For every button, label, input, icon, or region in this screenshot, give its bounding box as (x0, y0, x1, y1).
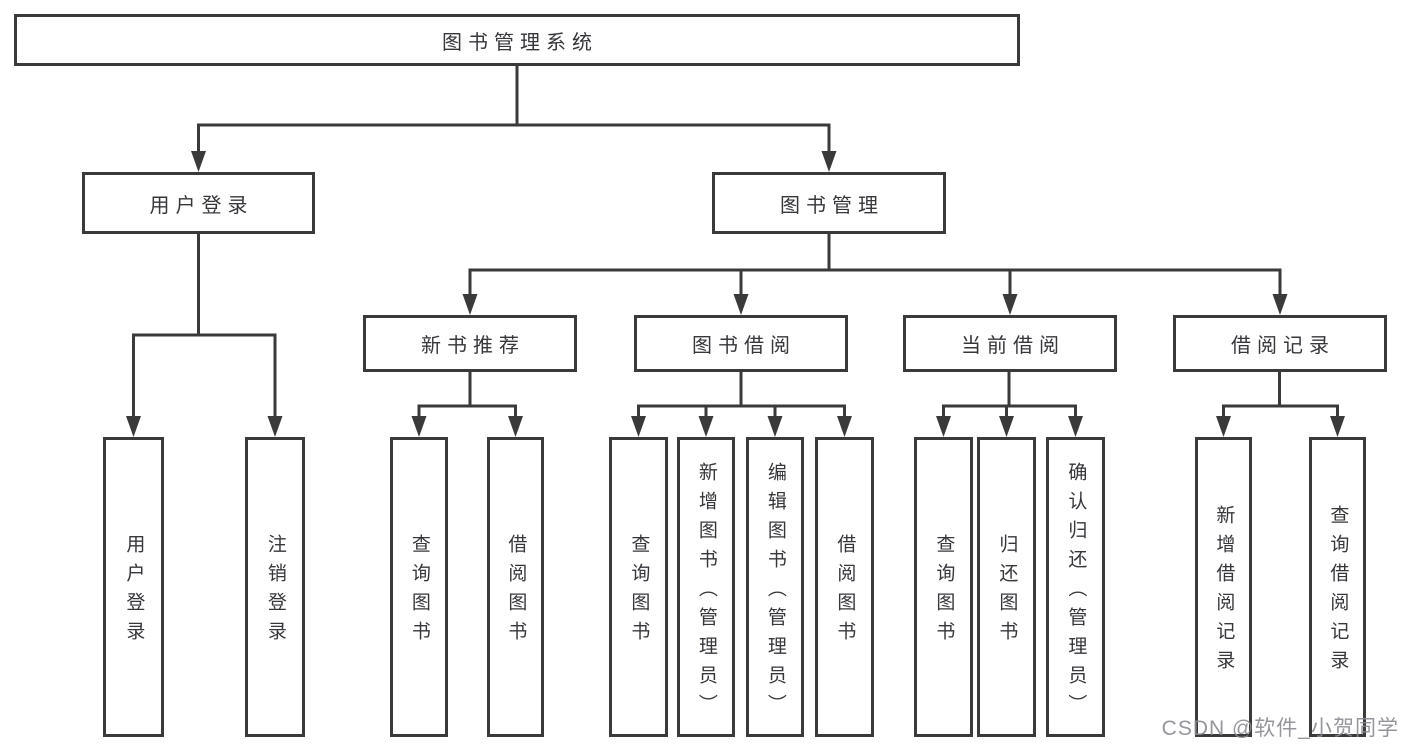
node-label: 用户登录 (149, 194, 254, 217)
leaf-label: 查询图书 (933, 534, 955, 650)
node-library-system: 图书管理系统 (14, 14, 1020, 66)
leaf-label: 借阅图书 (505, 534, 527, 650)
node-label: 新书推荐 (421, 335, 525, 357)
leaf-edit-books-admin: 编辑图书（管理员） (746, 437, 804, 737)
connector-borrow-records-children (1216, 370, 1345, 437)
node-book-borrow: 图书借阅 (634, 315, 848, 372)
node-new-book-recommend: 新书推荐 (363, 315, 577, 372)
node-borrow-records: 借阅记录 (1173, 315, 1387, 372)
csdn-watermark: CSDN @软件_小贺同学 (1161, 717, 1399, 740)
leaf-label: 注销登录 (264, 534, 286, 650)
connector-root-to-level2 (191, 66, 837, 172)
connector-book-management-children (462, 231, 1288, 315)
connector-new-book-children (411, 370, 523, 437)
leaf-borrow-books: 借阅图书 (815, 437, 874, 737)
leaf-label: 查询图书 (628, 534, 650, 650)
node-user-login: 用户登录 (82, 172, 315, 234)
node-label: 图书管理系统 (442, 31, 598, 54)
leaf-user-login: 用户登录 (103, 437, 164, 737)
leaf-label: 确认归还（管理员） (1065, 461, 1087, 723)
node-label: 图书管理 (780, 194, 884, 217)
leaf-borrow-books-recommend: 借阅图书 (487, 437, 544, 737)
leaf-label: 查询图书 (408, 534, 430, 650)
leaf-label: 新增图书（管理员） (695, 461, 717, 723)
node-current-borrow: 当前借阅 (903, 315, 1117, 372)
leaf-query-books-current: 查询图书 (914, 437, 973, 737)
leaf-label: 查询借阅记录 (1327, 505, 1349, 679)
connector-user-login-children (126, 231, 283, 437)
node-label: 图书借阅 (692, 335, 796, 357)
leaf-query-borrow-record: 查询借阅记录 (1309, 437, 1366, 737)
connector-book-borrow-children (631, 370, 852, 437)
leaf-label: 用户登录 (123, 534, 145, 650)
leaf-label: 编辑图书（管理员） (764, 461, 786, 723)
node-label: 借阅记录 (1231, 335, 1335, 357)
leaf-return-books: 归还图书 (977, 437, 1036, 737)
leaf-label: 新增借阅记录 (1213, 505, 1235, 679)
leaf-logout: 注销登录 (245, 437, 305, 737)
connector-current-borrow-children (936, 370, 1083, 437)
node-book-management: 图书管理 (712, 172, 946, 234)
node-label: 当前借阅 (961, 335, 1065, 357)
leaf-label: 借阅图书 (834, 534, 856, 650)
leaf-query-books-borrow: 查询图书 (609, 437, 668, 737)
leaf-query-books-recommend: 查询图书 (390, 437, 448, 737)
leaf-add-borrow-record: 新增借阅记录 (1195, 437, 1252, 737)
leaf-confirm-return-admin: 确认归还（管理员） (1046, 437, 1105, 737)
leaf-add-books-admin: 新增图书（管理员） (677, 437, 735, 737)
leaf-label: 归还图书 (996, 534, 1018, 650)
